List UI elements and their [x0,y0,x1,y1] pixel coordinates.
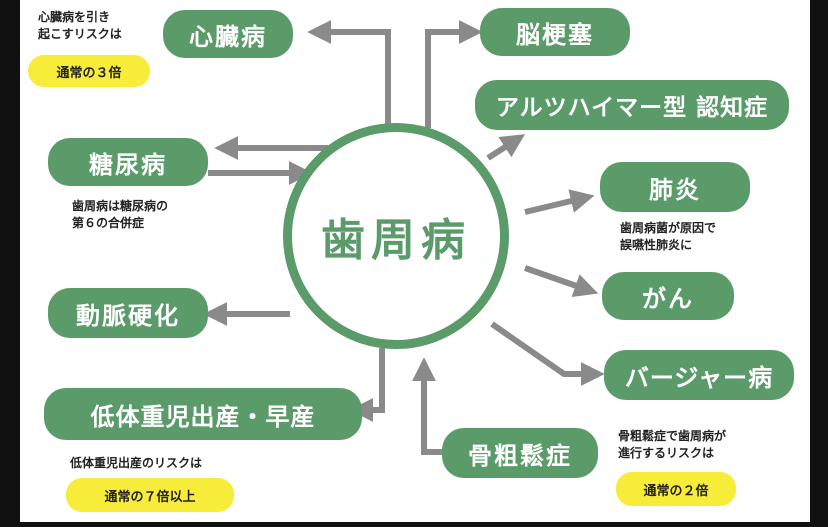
arrow-to-pneumonia [524,189,595,215]
note-heart-line2: 起こすリスクは [38,27,122,41]
node-pneumonia-label: 肺炎 [649,175,701,204]
node-alzheimer: アルツハイマー型 認知症 [475,80,789,130]
node-pneumonia: 肺炎 [600,162,750,212]
arrow-to-lowbirth [349,348,385,422]
note-diabetes-line1: 歯周病は糖尿病の [72,199,169,213]
node-lowbirth-label: 低体重児出産・早産 [90,402,316,431]
arrow-from-osteo [412,357,450,455]
arrow-to-stroke [425,20,483,128]
node-buerger: バージャー病 [604,350,794,400]
highlight-heart-text: 通常の３倍 [56,65,122,81]
arrow-to-alzheimer [486,134,526,161]
note-lowbirth-line1: 低体重児出産のリスクは [70,456,203,470]
note-diabetes-line2: 第６の合併症 [72,216,145,230]
center-label: 歯周病 [321,215,471,266]
node-low-birth-weight: 低体重児出産・早産 [44,388,362,440]
note-diabetes: 歯周病は糖尿病の 第６の合併症 [72,198,168,232]
arrow-to-cancer [524,265,599,297]
node-osteoporosis: 骨粗鬆症 [442,428,598,478]
node-arterio-label: 動脈硬化 [76,301,180,330]
center-periodontal-circle: 歯周病 [283,123,509,349]
note-heart-line1: 心臓病を引き [38,10,111,24]
highlight-heart: 通常の３倍 [28,55,150,87]
node-cancer: がん [602,272,734,320]
note-osteo-line1: 骨粗鬆症で歯周病が [618,429,727,443]
note-osteo: 骨粗鬆症で歯周病が 進行するリスクは [618,428,726,462]
node-cancer-label: がん [642,284,694,313]
arrow-to-buerger [490,321,605,386]
node-heart-disease: 心臓病 [163,10,293,58]
note-lowbirth: 低体重児出産のリスクは [70,455,202,472]
node-osteo-label: 骨粗鬆症 [468,441,572,470]
highlight-lowbirth-text: 通常の７倍以上 [104,489,196,505]
highlight-lowbirth: 通常の７倍以上 [66,478,234,512]
highlight-osteo-text: 通常の２倍 [643,483,709,499]
node-heart-label: 心臓病 [189,22,267,51]
diagram-canvas: 歯周病 心臓病 糖尿病 動脈硬化 低体重児出産・早産 脳梗塞 アルツハイマー型 … [20,0,810,522]
node-alzheimer-label: アルツハイマー型 認知症 [495,95,769,121]
node-stroke: 脳梗塞 [480,8,630,56]
note-pneumonia: 歯周病菌が原因で 誤嚥性肺炎に [620,220,716,254]
arrow-to-heart [307,20,391,128]
node-buerger-label: バージャー病 [624,363,774,392]
arrows-layer [203,20,605,455]
node-diabetes-label: 糖尿病 [89,150,167,179]
note-pneumonia-line1: 歯周病菌が原因で [620,221,717,235]
highlight-osteo: 通常の２倍 [616,472,736,506]
node-diabetes: 糖尿病 [48,138,208,186]
node-arteriosclerosis: 動脈硬化 [48,288,208,338]
note-heart: 心臓病を引き 起こすリスクは [38,9,122,43]
node-stroke-label: 脳梗塞 [516,20,594,49]
note-pneumonia-line2: 誤嚥性肺炎に [620,238,693,252]
note-osteo-line2: 進行するリスクは [618,446,715,460]
